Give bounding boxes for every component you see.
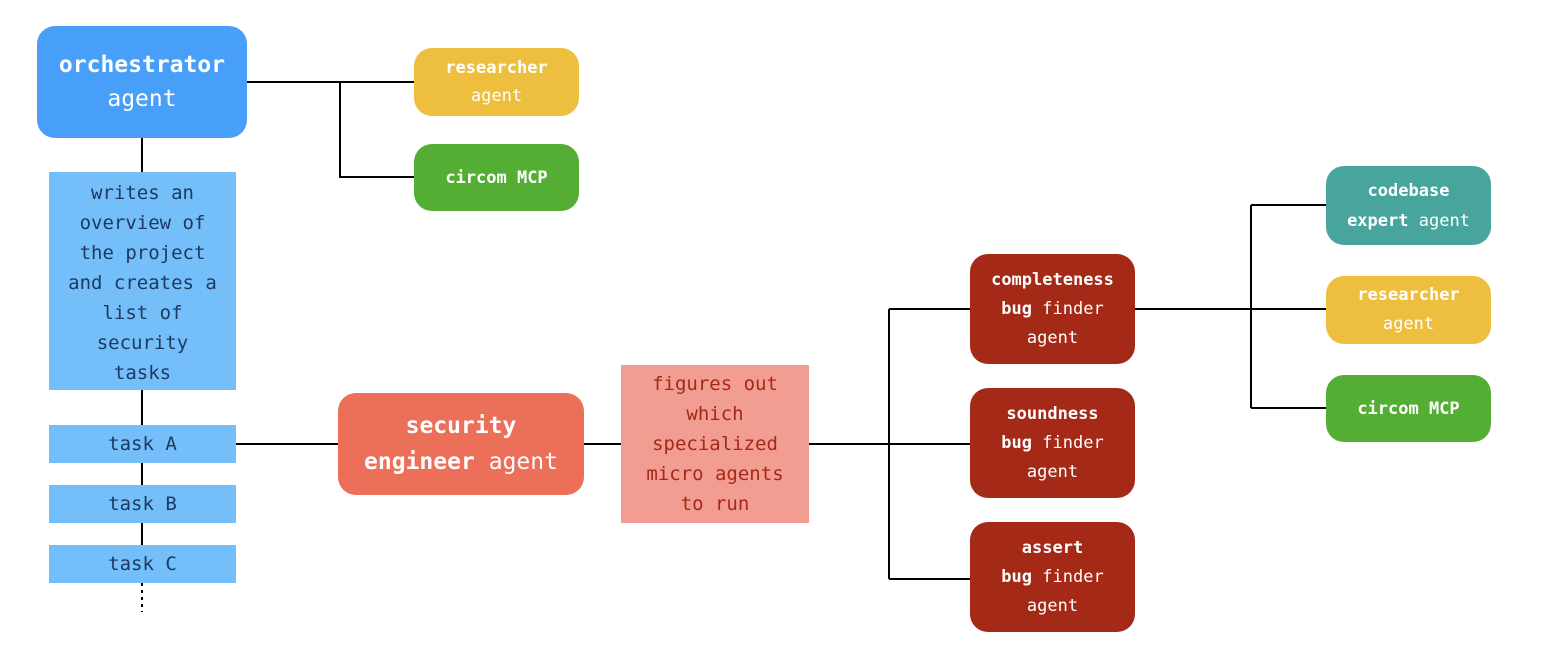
- overview-note-line: tasks: [113, 362, 172, 384]
- right-circom-mcp-label: circom MCP: [1357, 398, 1460, 419]
- micro-agents-note-line: which: [686, 403, 744, 425]
- completeness-agent-word: agent: [1026, 327, 1079, 348]
- codebase-expert-title-2: expert: [1347, 210, 1409, 231]
- task-a-box: task A: [49, 425, 236, 463]
- security-engineer-subtitle: agent: [488, 449, 558, 475]
- completeness-bug-finder-node: completeness bug finder agent: [970, 254, 1135, 364]
- soundness-bug-word: bug: [1001, 432, 1033, 453]
- codebase-expert-subtitle: agent: [1418, 210, 1470, 231]
- soundness-bug-finder-node: soundness bug finder agent: [970, 388, 1135, 498]
- task-b-box: task B: [49, 485, 236, 523]
- micro-agents-note-line: figures out: [652, 373, 778, 395]
- orchestrator-agent-node: orchestrator agent: [37, 26, 247, 138]
- security-engineer-title: security: [405, 413, 517, 439]
- assert-agent-word: agent: [1026, 595, 1079, 616]
- micro-agents-note-line: specialized: [652, 433, 778, 455]
- connector-completeness-tools: [1135, 204, 1326, 409]
- overview-note-line: overview of: [79, 212, 206, 234]
- codebase-expert-title: codebase: [1367, 180, 1450, 201]
- top-circom-mcp-label: circom MCP: [445, 167, 548, 188]
- security-engineer-title-2: engineer: [364, 449, 475, 475]
- soundness-agent-word: agent: [1026, 461, 1079, 482]
- completeness-bug-word: bug: [1001, 298, 1033, 319]
- overview-note-line: writes an: [91, 182, 194, 204]
- overview-note-line: security: [96, 332, 189, 354]
- assert-title: assert: [1021, 537, 1084, 558]
- micro-agents-note-box: figures out which specialized micro agen…: [621, 365, 809, 523]
- assert-bug-word: bug: [1001, 566, 1033, 587]
- soundness-finder-word: finder: [1042, 432, 1104, 453]
- right-researcher-agent-node: researcher agent: [1326, 276, 1491, 344]
- soundness-title: soundness: [1006, 403, 1099, 424]
- codebase-expert-agent-node: codebase expert agent: [1326, 166, 1491, 245]
- orchestrator-subtitle: agent: [107, 86, 177, 112]
- task-c-label: task C: [108, 553, 177, 575]
- top-circom-mcp-node: circom MCP: [414, 144, 579, 211]
- overview-note-line: the project: [79, 242, 206, 264]
- assert-bug-finder-node: assert bug finder agent: [970, 522, 1135, 632]
- completeness-title: completeness: [991, 269, 1114, 290]
- micro-agents-note-line: to run: [680, 493, 750, 515]
- task-a-label: task A: [108, 433, 177, 455]
- task-b-label: task B: [108, 493, 177, 515]
- connector-note-bugfinders: [809, 308, 970, 580]
- micro-agents-note-line: micro agents: [646, 463, 784, 485]
- completeness-finder-word: finder: [1042, 298, 1104, 319]
- security-engineer-agent-node: security engineer agent: [338, 393, 584, 495]
- connector-orchestrator-tools: [247, 81, 414, 178]
- top-researcher-agent-node: researcher agent: [414, 48, 579, 116]
- orchestrator-title: orchestrator: [58, 52, 226, 78]
- overview-note-line: list of: [102, 302, 183, 324]
- assert-finder-word: finder: [1042, 566, 1104, 587]
- right-circom-mcp-node: circom MCP: [1326, 375, 1491, 442]
- overview-note-box: writes an overview of the project and cr…: [49, 172, 236, 390]
- right-researcher-subtitle: agent: [1382, 314, 1435, 334]
- task-c-box: task C: [49, 545, 236, 583]
- top-researcher-subtitle: agent: [470, 86, 523, 106]
- right-researcher-title: researcher: [1357, 285, 1460, 305]
- overview-note-line: and creates a: [68, 272, 217, 294]
- top-researcher-title: researcher: [445, 58, 548, 78]
